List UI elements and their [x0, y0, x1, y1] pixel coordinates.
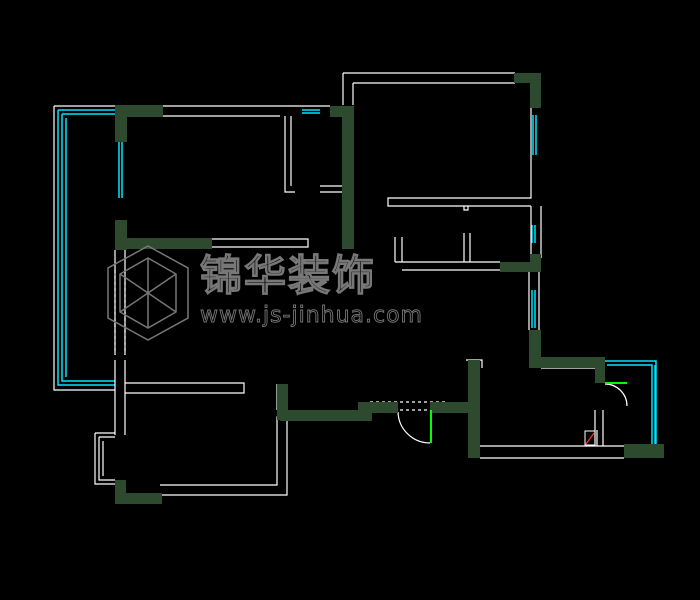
watermark: 锦华装饰 www.js-jinhua.com [107, 245, 423, 341]
wall-center-south [280, 410, 372, 421]
east-window-upper [532, 115, 537, 155]
wall-door-left [358, 402, 398, 413]
wall-bedroom1-south [115, 238, 212, 249]
north-window [302, 109, 320, 114]
wall-ne-corner-v [530, 73, 541, 108]
west-wall-dashed [114, 270, 126, 355]
east-window-lower [531, 290, 536, 328]
wall-east-bar [500, 262, 541, 272]
windows [57, 109, 657, 444]
lower-bay [94, 432, 115, 485]
wall-east-stub [530, 254, 541, 272]
kitchen-door-arc [604, 383, 628, 407]
watermark-logo-icon [107, 245, 189, 341]
wall-sw-corner-h [115, 493, 162, 504]
kitchen-lines [480, 410, 624, 459]
bedroom3-south [160, 384, 288, 496]
wall-kitchen-stub [595, 357, 605, 383]
wall-door-right [430, 402, 470, 413]
wall-center-pillar [342, 106, 354, 249]
wall-se-corner [624, 444, 664, 458]
bedroom1-inner [284, 116, 295, 193]
master-east [387, 108, 532, 207]
wall-ne-corner-h [514, 73, 541, 83]
east-window-mid [531, 225, 536, 243]
balcony-window [603, 360, 657, 444]
wall-center-top [330, 106, 354, 117]
west-bay-window [57, 109, 115, 386]
east-wall-mid [528, 206, 542, 330]
west-room-window [118, 142, 123, 198]
master-notch [463, 206, 469, 211]
north-wall [160, 105, 330, 117]
corridor-wall [394, 233, 500, 271]
wall-kitchen-north [529, 357, 605, 368]
bedroom1-south [210, 238, 309, 248]
master-outer [342, 72, 515, 105]
wall-nw-corner-v [115, 105, 127, 142]
bedroom1-right [320, 185, 342, 193]
living-divider [125, 382, 245, 394]
wall-kitchen-west [468, 360, 480, 458]
door-swings [430, 382, 627, 443]
outer-bay-frame [53, 105, 115, 391]
wall-center-south-v [277, 384, 288, 420]
west-lower-wall [114, 360, 126, 435]
wall-sw-corner-v [115, 480, 126, 504]
structural-walls [115, 73, 664, 504]
watermark-brand: 锦华装饰 [200, 251, 376, 300]
door-arc [397, 411, 431, 444]
watermark-url: www.js-jinhua.com [200, 303, 423, 328]
kitchen-fixture [584, 430, 596, 446]
